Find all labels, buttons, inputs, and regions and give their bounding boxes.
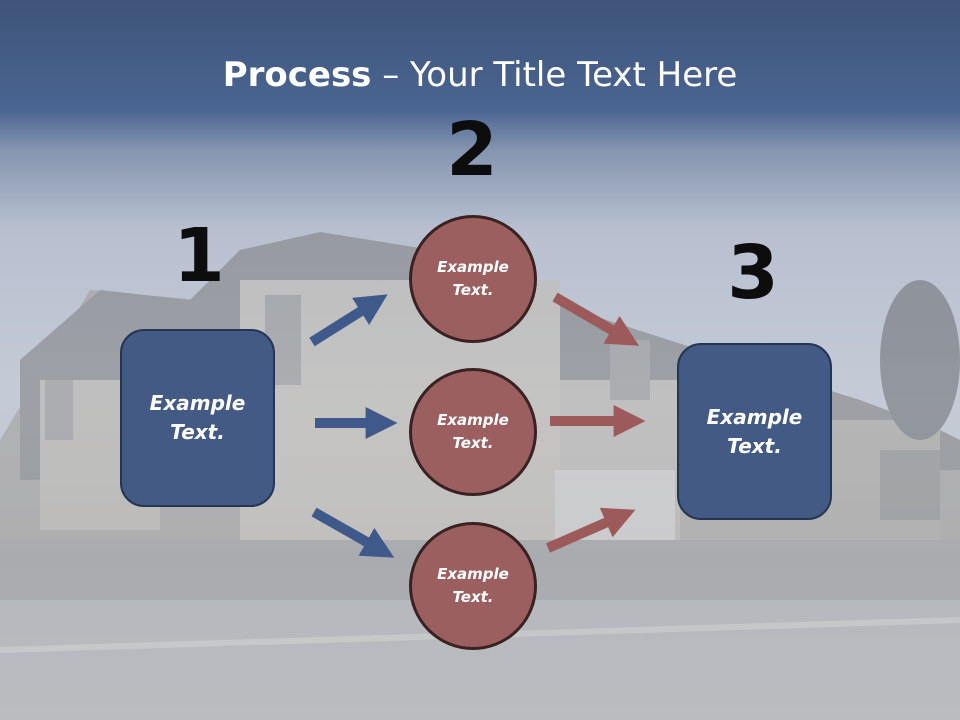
arrow-left-to-bottom [311, 507, 395, 558]
step-number-3: 3 [727, 230, 779, 316]
arrow-top-to-right [552, 292, 640, 346]
step-number-2: 2 [446, 107, 498, 193]
circle-middle-text: Example Text. [437, 411, 509, 452]
circle-bottom-text: Example Text. [437, 565, 509, 606]
start-box-text: Example Text. [149, 391, 246, 444]
arrow-left-to-top [309, 294, 388, 347]
circle-top-text: Example Text. [437, 258, 509, 299]
circle-middle[interactable]: Example Text. [409, 368, 537, 496]
title-rest: – Your Title Text Here [371, 55, 738, 95]
circle-top[interactable]: Example Text. [409, 215, 537, 343]
title-bold: Process [222, 55, 372, 95]
end-box[interactable]: Example Text. [677, 343, 832, 520]
step-number-1: 1 [173, 213, 225, 299]
slide-title: Process – Your Title Text Here [0, 52, 960, 98]
end-box-text: Example Text. [706, 404, 803, 458]
start-box[interactable]: Example Text. [120, 329, 275, 507]
arrow-bottom-to-right [545, 507, 636, 553]
circle-bottom[interactable]: Example Text. [409, 522, 537, 650]
